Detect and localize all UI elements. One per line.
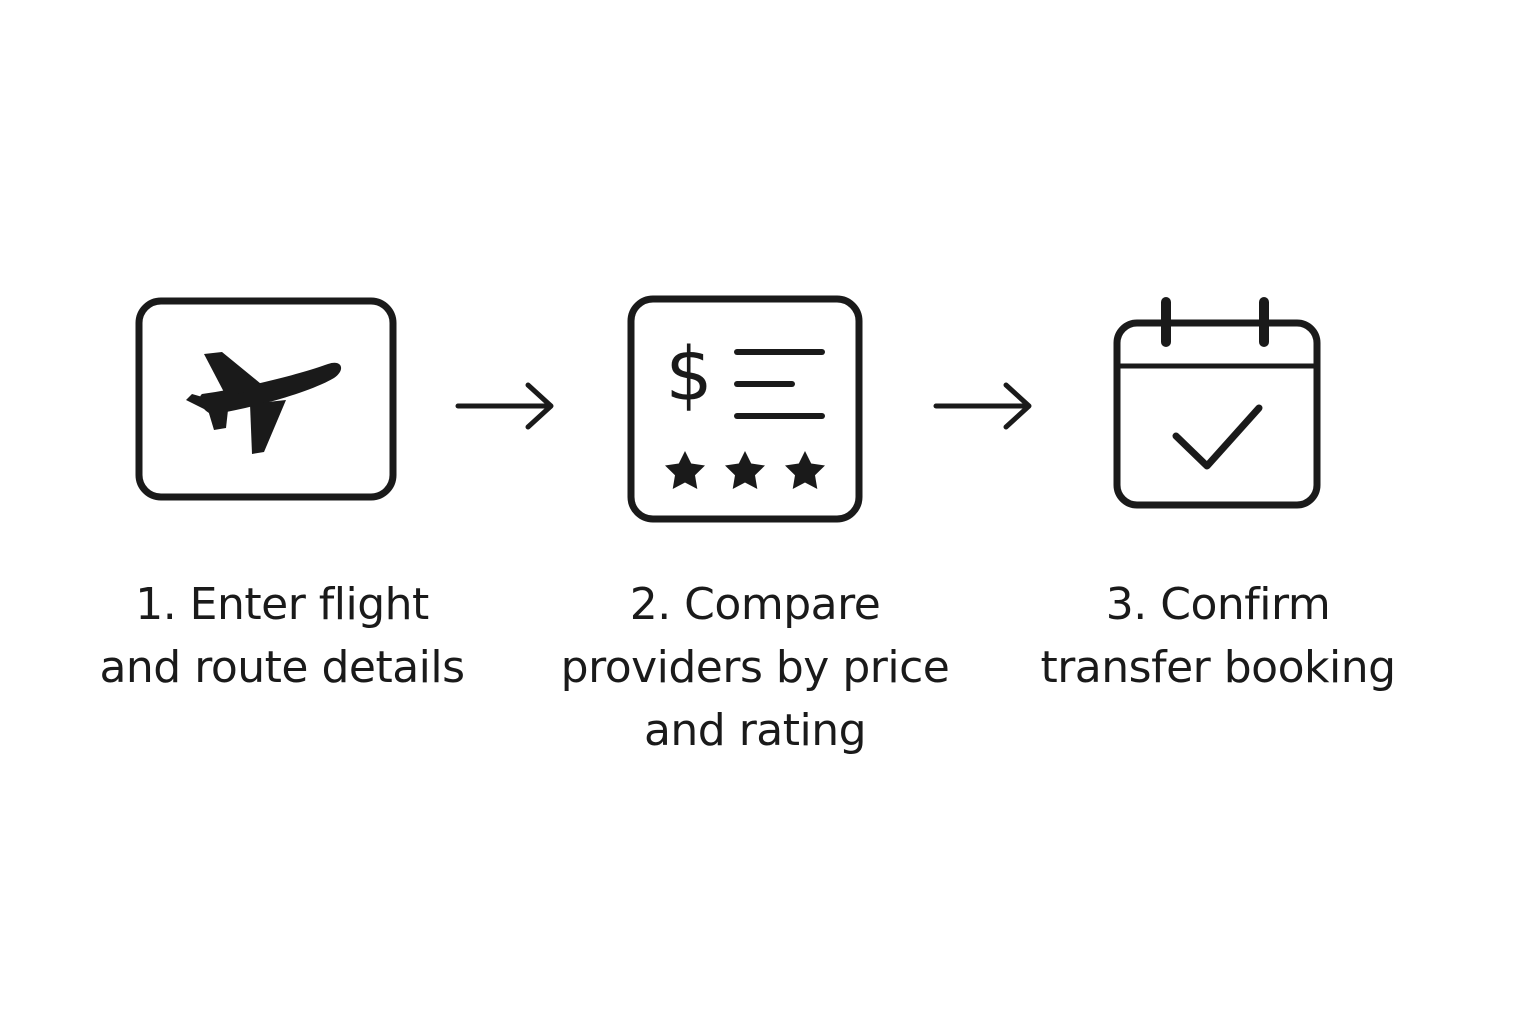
step-1-line-1: 1. Enter flight bbox=[135, 579, 429, 630]
checkmark-icon bbox=[1172, 404, 1263, 470]
stars-icon bbox=[665, 451, 825, 489]
step-1-line-2: and route details bbox=[99, 642, 465, 693]
price-rating-card-icon: $ bbox=[627, 295, 863, 523]
dollar-sign-icon: $ bbox=[665, 332, 712, 418]
airplane-ticket-icon bbox=[135, 297, 397, 501]
calendar-check-icon bbox=[1113, 297, 1321, 509]
step-3-line-1: 3. Confirm bbox=[1105, 579, 1331, 630]
step-3-label: 3. Confirm transfer booking bbox=[1000, 573, 1436, 699]
svg-text:$: $ bbox=[665, 332, 712, 418]
arrow-right-icon bbox=[933, 382, 1032, 430]
step-2-line-1: 2. Compare bbox=[629, 579, 881, 630]
step-2-line-2: providers by price bbox=[560, 642, 950, 693]
airplane-icon bbox=[186, 352, 342, 454]
text-lines-icon bbox=[734, 349, 825, 419]
step-1-label: 1. Enter flight and route details bbox=[62, 573, 502, 699]
step-3-line-2: transfer booking bbox=[1040, 642, 1396, 693]
step-2-label: 2. Compare providers by price and rating bbox=[530, 573, 980, 762]
arrow-right-icon bbox=[455, 382, 554, 430]
step-2-line-3: and rating bbox=[643, 705, 867, 756]
